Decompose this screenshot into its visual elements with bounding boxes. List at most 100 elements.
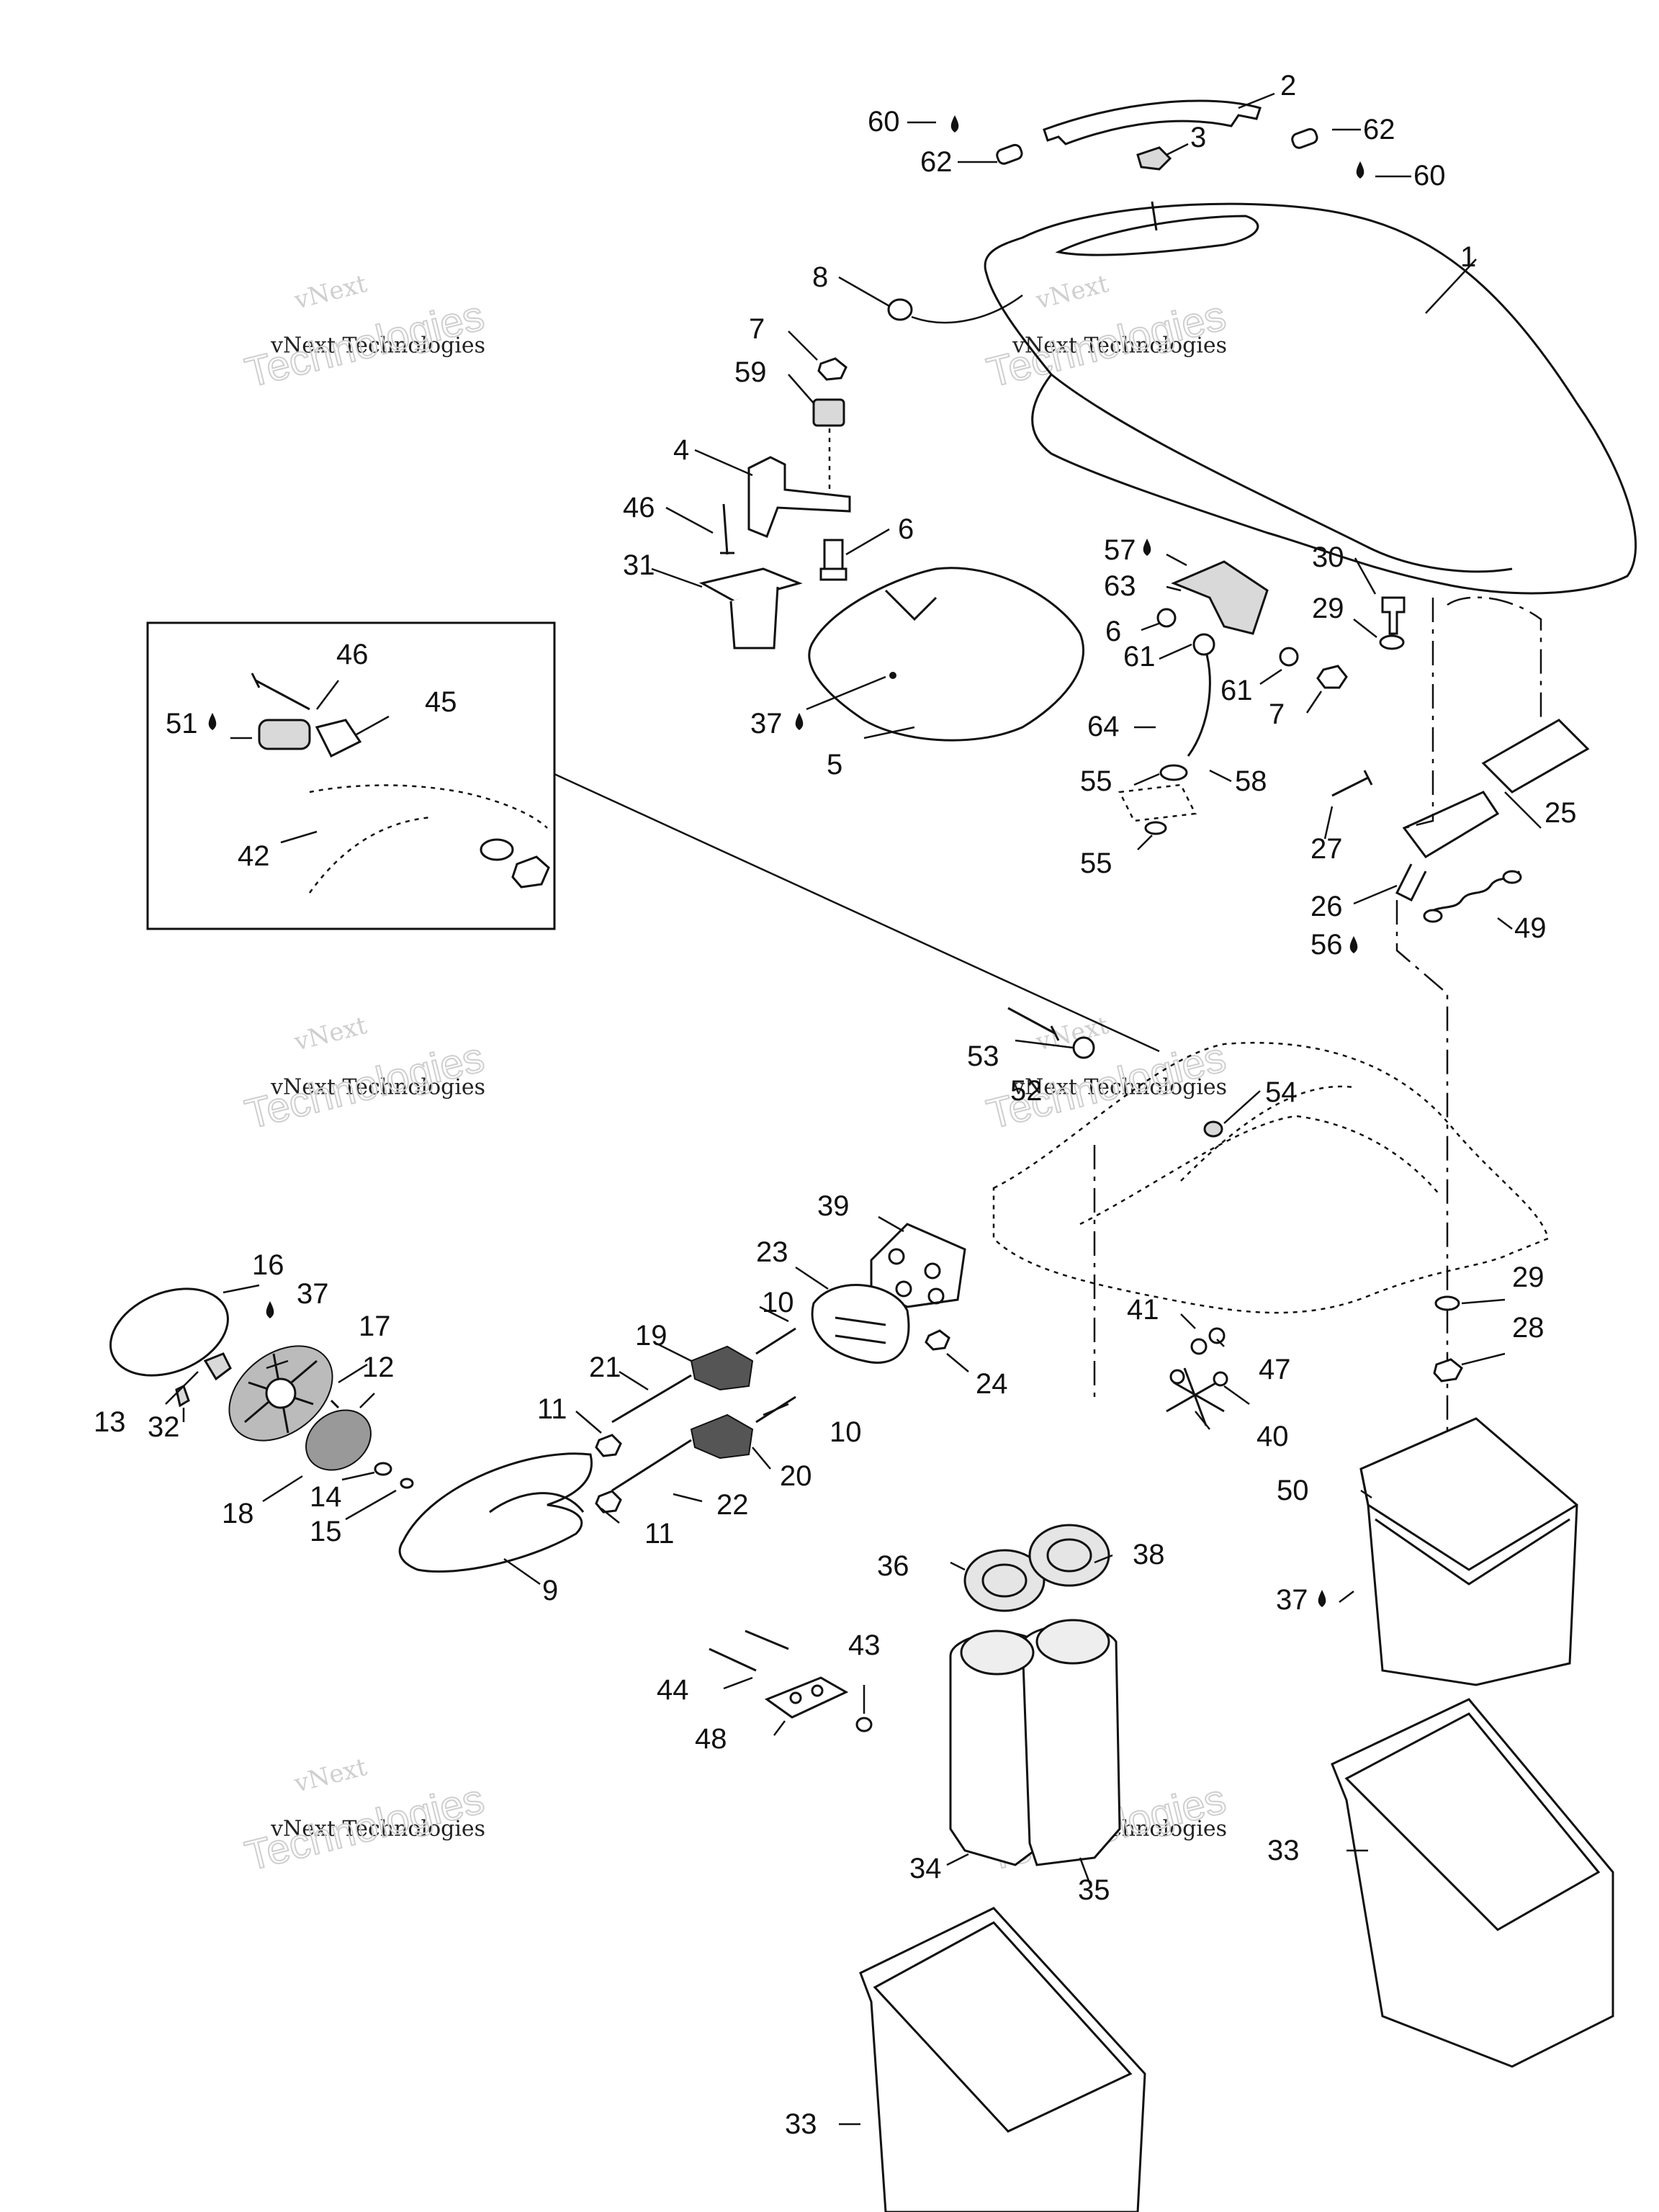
hinge-plate-drawing: [1481, 719, 1590, 793]
callout-60b: 60: [1413, 160, 1446, 192]
callout-36: 36: [877, 1550, 909, 1582]
watermark-line3: Technologies: [240, 1776, 488, 1880]
watermark: vNext vNext Technologies Technologies: [240, 1011, 489, 1139]
callout-1: 1: [1460, 241, 1476, 273]
callout-33: 33: [1267, 1835, 1300, 1866]
callout-7b: 7: [1269, 698, 1285, 730]
lens-drawing: [109, 1287, 229, 1377]
callout-53: 53: [967, 1040, 999, 1072]
hull-outline-drawing: [992, 1041, 1550, 1314]
callout-59: 59: [734, 356, 767, 388]
callout-47: 47: [1259, 1354, 1291, 1385]
watermark-line1: vNext: [291, 1753, 370, 1799]
watermark: vNext vNext Technologies Technologies: [981, 269, 1231, 397]
ground-cable-drawing: [1187, 640, 1211, 757]
callout-18: 18: [222, 1498, 254, 1529]
watermark: vNext vNext Technologies Technologies: [240, 269, 489, 397]
bolt-drawing: [819, 539, 848, 581]
watermark-line1: vNext: [291, 1011, 370, 1057]
clip-drawing: [1136, 146, 1172, 171]
leader-lines: [165, 92, 1542, 2126]
callout-27: 27: [1310, 833, 1343, 865]
callout-32: 32: [148, 1411, 180, 1443]
callout-62b: 62: [1363, 114, 1395, 145]
callout-2: 2: [1280, 70, 1296, 102]
vent-drawing: [811, 1284, 910, 1364]
watermark: vNext vNext Technologies Technologies: [981, 1011, 1231, 1139]
callout-labels: 1 2 3 4 5 6 6 7 7 8 9 10 10 11 11 12 13 …: [94, 70, 1577, 2140]
square-nut-drawing: [812, 398, 845, 427]
callout-26: 26: [1310, 891, 1343, 922]
cap-36-drawing: [963, 1549, 1046, 1612]
callout-43: 43: [848, 1629, 881, 1661]
callout-62: 62: [920, 146, 953, 178]
seat-cover-drawing: [984, 201, 1637, 595]
callout-51: 51: [166, 708, 198, 739]
callout-33b: 33: [785, 2108, 817, 2140]
strap-drawing: [1043, 99, 1262, 145]
callout-46b: 46: [623, 492, 655, 523]
rivet-drawing: [720, 503, 734, 555]
callout-6: 6: [898, 513, 914, 545]
callout-58: 58: [1235, 765, 1267, 797]
callout-7: 7: [749, 313, 765, 345]
watermark-line2: vNext Technologies: [270, 1074, 485, 1100]
callout-21: 21: [589, 1352, 621, 1383]
callout-34: 34: [909, 1853, 942, 1884]
callout-19: 19: [635, 1320, 667, 1352]
callout-16: 16: [252, 1249, 284, 1281]
detail-inset-frame: [146, 621, 556, 930]
shell-drawing: [398, 1452, 593, 1573]
callout-8: 8: [812, 261, 828, 293]
cap-38-drawing: [1028, 1524, 1110, 1587]
callout-29: 29: [1312, 593, 1344, 624]
watermark-line1: vNext: [1033, 1011, 1112, 1057]
storage-bin-50-drawing: [1359, 1417, 1578, 1686]
nut-drawing: [817, 357, 848, 381]
callout-56: 56: [1310, 929, 1343, 961]
callout-11: 11: [537, 1393, 567, 1425]
callout-6b: 6: [1105, 616, 1121, 647]
watermark-line2: vNext Technologies: [270, 333, 485, 358]
callout-5: 5: [827, 749, 842, 781]
callout-15: 15: [310, 1516, 342, 1547]
storage-bin-33-drawing: [859, 1907, 1146, 2212]
watermark-line2: vNext Technologies: [270, 1816, 485, 1841]
callout-11b: 11: [644, 1518, 675, 1550]
callout-23: 23: [756, 1236, 788, 1268]
hinge-drawing: [1402, 791, 1500, 858]
callout-28: 28: [1512, 1312, 1545, 1344]
callout-37c: 37: [1276, 1584, 1308, 1616]
lock-cylinder-drawing: [251, 673, 550, 894]
storage-bin-33-drawing: [1331, 1698, 1614, 2068]
callout-45: 45: [425, 686, 457, 718]
callout-61b: 61: [1220, 675, 1253, 706]
callout-64: 64: [1087, 711, 1120, 742]
callout-39: 39: [817, 1190, 850, 1222]
callout-57: 57: [1104, 534, 1136, 566]
callout-20: 20: [780, 1460, 812, 1492]
watermark-line3: Technologies: [240, 1034, 488, 1138]
callout-37: 37: [750, 708, 783, 739]
callout-10b: 10: [830, 1416, 862, 1448]
bracket-drawing: [747, 456, 851, 538]
cap-drawing: [887, 298, 913, 321]
cup-holder-drawing: [949, 1619, 1121, 1866]
callout-35: 35: [1078, 1874, 1110, 1906]
callout-30: 30: [1312, 541, 1344, 573]
watermark-line2: vNext Technologies: [1012, 1074, 1227, 1100]
callout-48: 48: [695, 1723, 727, 1755]
callout-29b: 29: [1512, 1262, 1545, 1293]
callout-44: 44: [657, 1674, 689, 1706]
watermark-line1: vNext: [291, 269, 370, 315]
socket-drawing: [305, 1409, 372, 1471]
callout-41: 41: [1127, 1294, 1159, 1326]
callout-31: 31: [623, 549, 655, 581]
watermark: vNext vNext Technologies Technologies: [240, 1753, 489, 1881]
callout-60: 60: [868, 106, 900, 138]
watermark-line1: vNext: [1033, 269, 1112, 315]
callout-10: 10: [762, 1287, 794, 1318]
stud-assembly-drawing: [1166, 1327, 1228, 1426]
callout-17: 17: [359, 1310, 391, 1342]
